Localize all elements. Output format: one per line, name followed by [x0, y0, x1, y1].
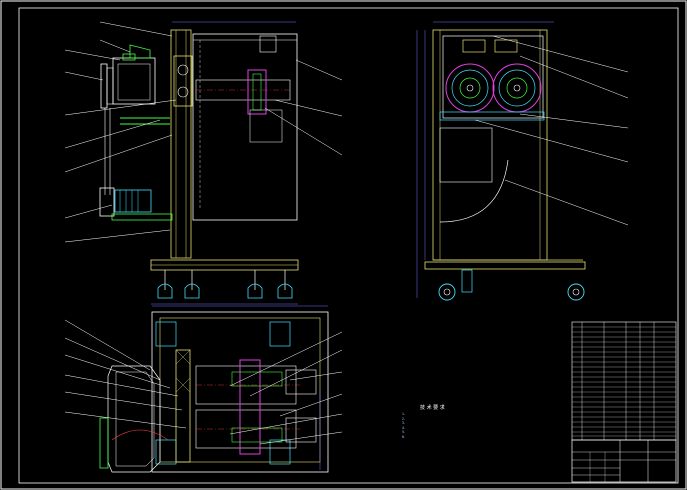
front-view [99, 21, 299, 305]
top-view-leaders [64, 319, 343, 445]
title-block [571, 439, 677, 483]
note-line: 5. [402, 430, 406, 435]
side-view-leaders [474, 35, 629, 226]
top-view [99, 305, 329, 473]
note-line: 4. [402, 425, 406, 430]
note-line: 3. [402, 421, 406, 426]
side-view [416, 21, 586, 301]
sheet-inner-border [18, 7, 679, 484]
note-line: 2. [402, 416, 406, 421]
note-line: 6. [402, 434, 406, 439]
front-view-leaders [64, 21, 343, 243]
notes-title: 技 术 要 求 [420, 405, 445, 411]
note-line: 1. [402, 412, 406, 416]
technical-requirements-notes: 技 术 要 求 1. 2. 3. 4. 5. 6. [402, 404, 532, 440]
parts-list-table [571, 321, 677, 441]
